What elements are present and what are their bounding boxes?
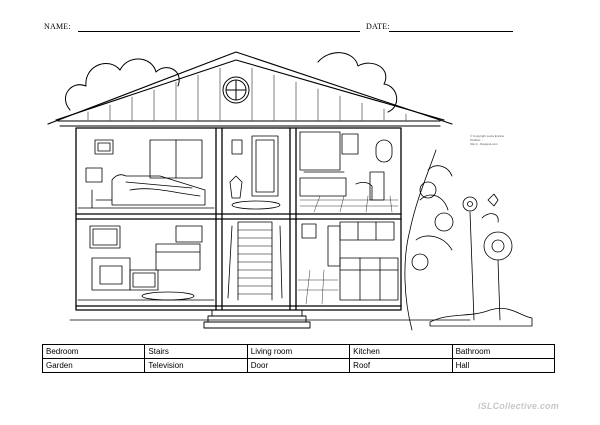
- house-frame: [75, 127, 402, 311]
- date-label: DATE:: [366, 22, 390, 31]
- living-room-scene: [77, 225, 215, 301]
- cloud-left: [64, 58, 180, 111]
- vocab-cell: Bathroom: [451, 344, 556, 359]
- credit-line: Profiles: ...: [470, 138, 485, 142]
- name-label: NAME:: [44, 22, 71, 31]
- bedroom-scene: [77, 139, 215, 209]
- vocab-cell: Stairs: [144, 344, 248, 359]
- date-line[interactable]: [389, 31, 513, 32]
- vocab-cell: Bedroom: [41, 344, 146, 359]
- credit-line: http://...blogspot.com: [470, 142, 498, 146]
- table-row: Garden Television Door Roof Hall: [41, 358, 556, 373]
- watermark-text: iSLCollective.com: [478, 401, 559, 411]
- stairs-scene: [227, 221, 283, 301]
- name-line[interactable]: [78, 31, 360, 32]
- vocab-cell: Living room: [246, 344, 351, 359]
- kitchen-scene: [297, 221, 399, 305]
- copyright-credit: © Copyright Lucia Encina Profiles: ... h…: [470, 134, 518, 146]
- credit-line: © Copyright Lucia Encina: [470, 134, 504, 138]
- table-row: Bedroom Stairs Living room Kitchen Bathr…: [41, 344, 556, 359]
- vocabulary-table: Bedroom Stairs Living room Kitchen Bathr…: [41, 344, 556, 373]
- bathroom-scene: [299, 131, 399, 213]
- roof: [47, 51, 453, 127]
- attic-window: [222, 76, 250, 104]
- vocab-cell: Hall: [451, 358, 556, 373]
- cloud-right: [317, 52, 398, 113]
- vocab-cell: Kitchen: [349, 344, 453, 359]
- hall-scene: [229, 135, 281, 210]
- vocab-cell: Roof: [349, 358, 453, 373]
- garden-scene: [404, 149, 533, 331]
- vocab-cell: Garden: [41, 358, 146, 373]
- worksheet-header: NAME: DATE:: [44, 22, 514, 36]
- vocab-cell: Television: [144, 358, 248, 373]
- vocab-cell: Door: [246, 358, 351, 373]
- porch-steps: [203, 309, 311, 329]
